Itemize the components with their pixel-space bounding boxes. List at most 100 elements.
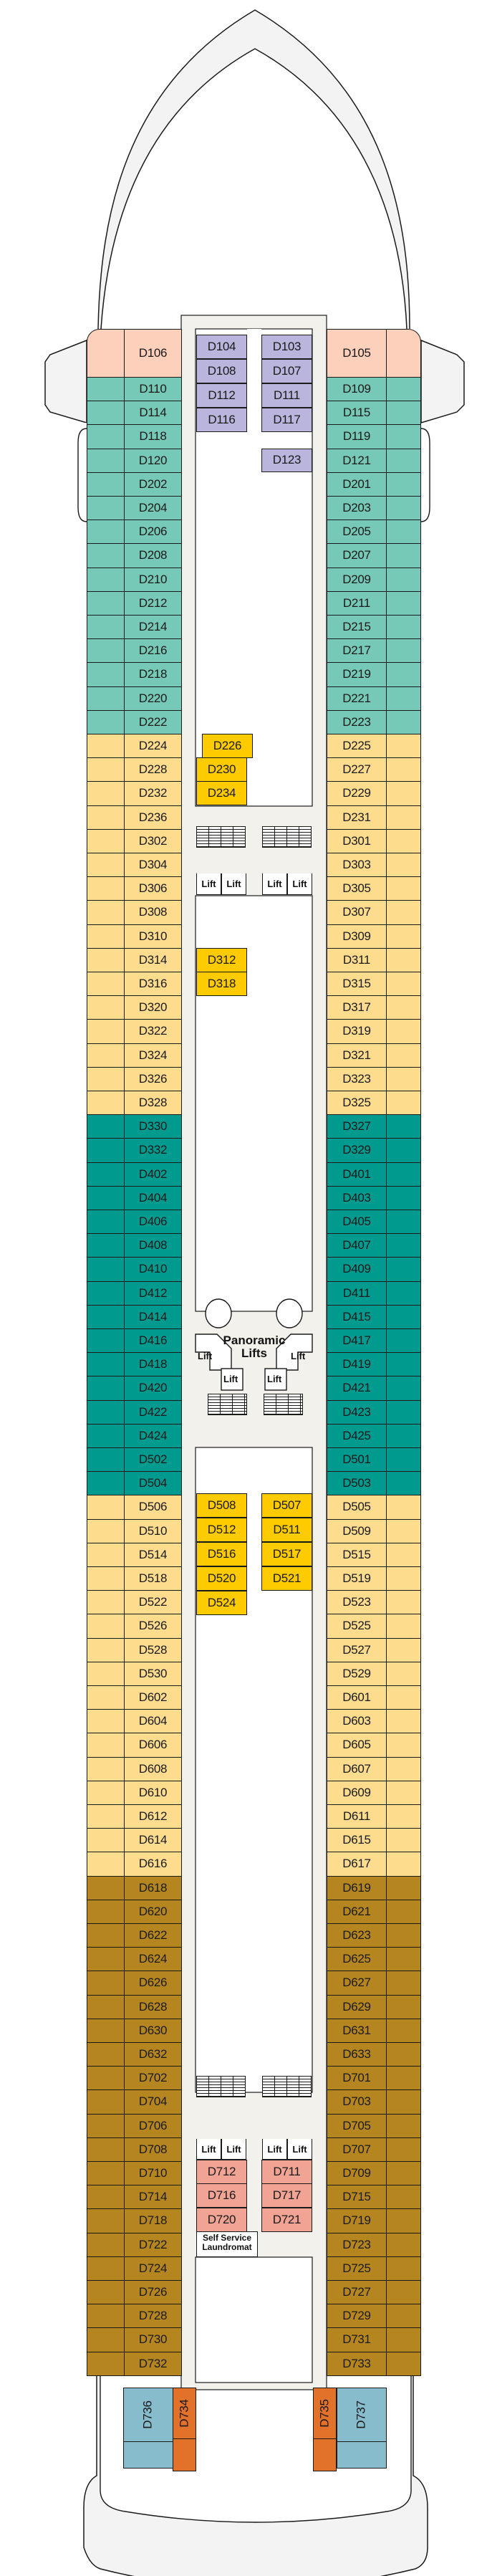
cabin-D726[interactable]: D726 <box>124 2280 182 2305</box>
cabin-D121[interactable]: D121 <box>327 448 387 473</box>
cabin-D110[interactable]: D110 <box>124 377 182 402</box>
cabin-D511[interactable]: D511 <box>261 1518 312 1542</box>
cabin-D319[interactable]: D319 <box>327 1019 387 1044</box>
cabin-D503[interactable]: D503 <box>327 1471 387 1496</box>
cabin-D328[interactable]: D328 <box>124 1091 182 1116</box>
cabin-D203[interactable]: D203 <box>327 496 387 521</box>
cabin-D701[interactable]: D701 <box>327 2066 387 2091</box>
cabin-D602[interactable]: D602 <box>124 1685 182 1710</box>
cabin-D109[interactable]: D109 <box>327 377 387 402</box>
cabin-D410[interactable]: D410 <box>124 1257 182 1282</box>
cabin-D601[interactable]: D601 <box>327 1685 387 1710</box>
cabin-D418[interactable]: D418 <box>124 1352 182 1377</box>
cabin-D204[interactable]: D204 <box>124 496 182 521</box>
cabin-D520[interactable]: D520 <box>196 1566 247 1591</box>
cabin-D729[interactable]: D729 <box>327 2304 387 2329</box>
cabin-D610[interactable]: D610 <box>124 1780 182 1805</box>
cabin-D627[interactable]: D627 <box>327 1971 387 1996</box>
cabin-D526[interactable]: D526 <box>124 1614 182 1639</box>
cabin-D408[interactable]: D408 <box>124 1233 182 1258</box>
cabin-D402[interactable]: D402 <box>124 1162 182 1187</box>
cabin-D528[interactable]: D528 <box>124 1637 182 1662</box>
cabin-D715[interactable]: D715 <box>327 2185 387 2210</box>
cabin-D702[interactable]: D702 <box>124 2066 182 2091</box>
cabin-D509[interactable]: D509 <box>327 1518 387 1543</box>
cabin-D703[interactable]: D703 <box>327 2089 387 2115</box>
cabin-D708[interactable]: D708 <box>124 2137 182 2162</box>
cabin-D716[interactable]: D716 <box>196 2183 247 2208</box>
cabin-D311[interactable]: D311 <box>327 947 387 972</box>
cabin-D516[interactable]: D516 <box>196 1542 247 1566</box>
cabin-D734[interactable]: D734 <box>173 2388 196 2439</box>
cabin-D424[interactable]: D424 <box>124 1423 182 1448</box>
cabin-D421[interactable]: D421 <box>327 1376 387 1401</box>
cabin-D522[interactable]: D522 <box>124 1590 182 1615</box>
cabin-D628[interactable]: D628 <box>124 1994 182 2019</box>
cabin-D217[interactable]: D217 <box>327 638 387 664</box>
cabin-D104[interactable]: D104 <box>196 335 247 359</box>
cabin-D609[interactable]: D609 <box>327 1780 387 1805</box>
cabin-D105[interactable]: D105 <box>327 329 387 378</box>
cabin-D608[interactable]: D608 <box>124 1756 182 1781</box>
cabin-D218[interactable]: D218 <box>124 662 182 687</box>
cabin-D630[interactable]: D630 <box>124 2018 182 2043</box>
cabin-D117[interactable]: D117 <box>261 408 312 432</box>
cabin-D406[interactable]: D406 <box>124 1210 182 1235</box>
cabin-D323[interactable]: D323 <box>327 1066 387 1091</box>
cabin-D518[interactable]: D518 <box>124 1566 182 1591</box>
cabin-D711[interactable]: D711 <box>261 2160 312 2184</box>
cabin-D212[interactable]: D212 <box>124 590 182 616</box>
cabin-D234[interactable]: D234 <box>196 781 247 806</box>
cabin-D508[interactable]: D508 <box>196 1493 247 1518</box>
cabin-D120[interactable]: D120 <box>124 448 182 473</box>
cabin-D705[interactable]: D705 <box>327 2113 387 2138</box>
cabin-D315[interactable]: D315 <box>327 972 387 997</box>
cabin-D324[interactable]: D324 <box>124 1043 182 1068</box>
cabin-D412[interactable]: D412 <box>124 1280 182 1306</box>
cabin-D736[interactable]: D736 <box>123 2388 173 2442</box>
cabin-D629[interactable]: D629 <box>327 1994 387 2019</box>
cabin-D624[interactable]: D624 <box>124 1947 182 1972</box>
cabin-D631[interactable]: D631 <box>327 2018 387 2043</box>
cabin-D521[interactable]: D521 <box>261 1566 312 1591</box>
cabin-D327[interactable]: D327 <box>327 1114 387 1139</box>
cabin-D225[interactable]: D225 <box>327 734 387 759</box>
cabin-D510[interactable]: D510 <box>124 1518 182 1543</box>
cabin-D728[interactable]: D728 <box>124 2304 182 2329</box>
cabin-D401[interactable]: D401 <box>327 1162 387 1187</box>
cabin-D405[interactable]: D405 <box>327 1210 387 1235</box>
cabin-D618[interactable]: D618 <box>124 1875 182 1900</box>
cabin-D329[interactable]: D329 <box>327 1138 387 1163</box>
cabin-D318[interactable]: D318 <box>196 972 247 996</box>
cabin-D206[interactable]: D206 <box>124 519 182 545</box>
cabin-D422[interactable]: D422 <box>124 1399 182 1425</box>
cabin-D415[interactable]: D415 <box>327 1304 387 1329</box>
cabin-D416[interactable]: D416 <box>124 1328 182 1354</box>
cabin-D735[interactable]: D735 <box>313 2388 337 2439</box>
cabin-D730[interactable]: D730 <box>124 2327 182 2352</box>
cabin-D723[interactable]: D723 <box>327 2232 387 2257</box>
cabin-D617[interactable]: D617 <box>327 1852 387 1877</box>
cabin-D116[interactable]: D116 <box>196 408 247 432</box>
cabin-D530[interactable]: D530 <box>124 1661 182 1686</box>
cabin-D733[interactable]: D733 <box>327 2351 387 2376</box>
cabin-D717[interactable]: D717 <box>261 2183 312 2208</box>
cabin-D616[interactable]: D616 <box>124 1852 182 1877</box>
cabin-D605[interactable]: D605 <box>327 1733 387 1758</box>
cabin-D611[interactable]: D611 <box>327 1804 387 1829</box>
cabin-D626[interactable]: D626 <box>124 1971 182 1996</box>
cabin-D208[interactable]: D208 <box>124 543 182 568</box>
cabin-D321[interactable]: D321 <box>327 1043 387 1068</box>
cabin-D222[interactable]: D222 <box>124 709 182 734</box>
cabin-D322[interactable]: D322 <box>124 1019 182 1044</box>
cabin-D211[interactable]: D211 <box>327 590 387 616</box>
cabin-D525[interactable]: D525 <box>327 1614 387 1639</box>
cabin-D312[interactable]: D312 <box>196 947 247 972</box>
cabin-D332[interactable]: D332 <box>124 1138 182 1163</box>
cabin-D214[interactable]: D214 <box>124 615 182 640</box>
cabin-D404[interactable]: D404 <box>124 1185 182 1210</box>
cabin-D621[interactable]: D621 <box>327 1899 387 1924</box>
cabin-D201[interactable]: D201 <box>327 471 387 497</box>
cabin-D325[interactable]: D325 <box>327 1091 387 1116</box>
cabin-D302[interactable]: D302 <box>124 828 182 853</box>
